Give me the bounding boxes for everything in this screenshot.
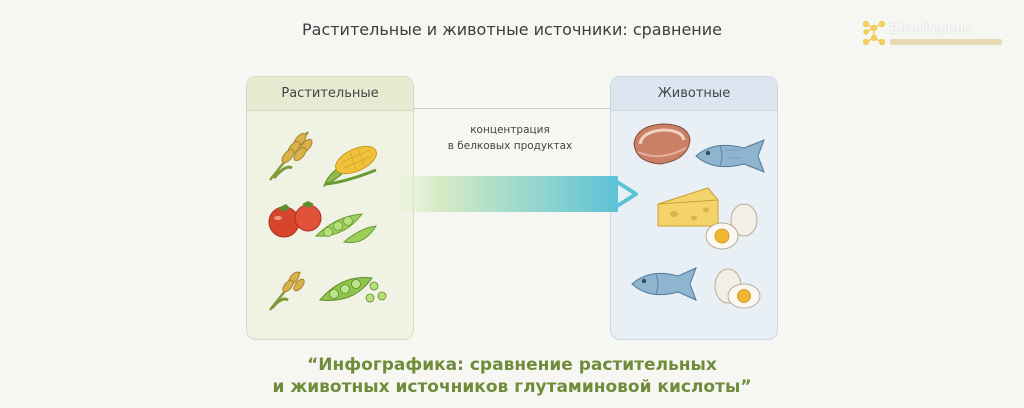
- molecule-icon: [862, 20, 886, 46]
- peas-icon: [314, 213, 377, 244]
- header-connector-line: [414, 108, 610, 109]
- corn-icon: [323, 145, 377, 187]
- brand-tagline: [890, 39, 1002, 45]
- meat-icon: [633, 123, 691, 165]
- arrow-label-line1: концентрация: [470, 124, 550, 136]
- brand-name: ElixirPeptide: [890, 22, 972, 36]
- plant-panel-title: Растительные: [247, 77, 413, 111]
- tomato-icon: [268, 201, 322, 238]
- caption-line1: “Инфографика: сравнение растительных: [307, 355, 717, 375]
- arrow-label-line2: в белковых продуктах: [447, 140, 573, 152]
- animal-panel-title: Животные: [611, 77, 777, 111]
- brand-logo: ElixirPeptide: [860, 18, 1008, 52]
- cheese-icon: [657, 187, 719, 227]
- wheat-icon: [269, 271, 305, 311]
- fish-icon: [631, 267, 697, 301]
- caption-line2: и животных источников глутаминовой кисло…: [272, 377, 752, 397]
- infographic-caption: “Инфографика: сравнение растительных и ж…: [0, 354, 1024, 398]
- page-title: Растительные и животные источники: сравн…: [301, 20, 723, 39]
- egg-icon: [705, 203, 758, 250]
- arrow-label: концентрация в белковых продуктах: [420, 122, 600, 154]
- concentration-arrow: [378, 176, 638, 212]
- pea-pod-icon: [319, 276, 387, 303]
- wheat-icon: [269, 131, 313, 181]
- fish-icon: [695, 139, 765, 173]
- egg-icon: [714, 268, 761, 309]
